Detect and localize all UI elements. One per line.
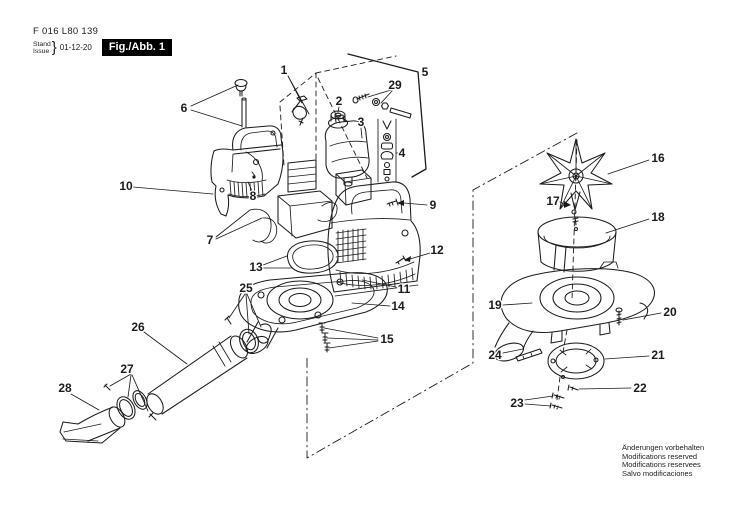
part-4-small-parts-column [377, 118, 397, 183]
stand-issue-labels: Stand Issue [33, 41, 51, 55]
figure-label: Fig./Abb. 1 [101, 39, 173, 56]
note-line-en: Modifications reserved [622, 451, 698, 461]
callout-22: 22 [633, 381, 647, 395]
part-27-rings [103, 383, 157, 421]
part-13-gasket [286, 240, 339, 274]
leader-lines [70, 75, 662, 412]
callout-12: 12 [430, 243, 444, 257]
part-10-left-housing [210, 125, 284, 217]
part-22-screw [567, 384, 579, 391]
callout-15: 15 [380, 332, 394, 346]
part-number: F 016 L80 139 [33, 26, 99, 37]
part-24-pin [515, 348, 543, 362]
note-line-es: Salvo modificaciones [622, 469, 693, 479]
callout-10: 10 [119, 179, 133, 193]
part-6-cap-and-rod [234, 78, 248, 128]
callout-1: 1 [281, 63, 288, 77]
part-21-ring [547, 342, 605, 380]
part-1-lever [291, 95, 308, 126]
callout-17: 17 [546, 194, 560, 208]
part-28-nozzle [59, 406, 126, 444]
part-18-band [537, 216, 617, 273]
brace-glyph: } [51, 39, 57, 56]
callout-2: 2 [336, 94, 343, 108]
callout-27: 27 [120, 362, 134, 376]
callout-18: 18 [651, 210, 665, 224]
callout-29: 29 [388, 78, 402, 92]
note-line-fr: Modifications reservees [622, 460, 701, 470]
callout-20: 20 [663, 305, 677, 319]
callout-6: 6 [181, 101, 188, 115]
callout-11: 11 [398, 282, 411, 296]
construction-lines [279, 55, 578, 459]
callout-14: 14 [391, 299, 405, 313]
part-20-screw [615, 307, 623, 326]
callout-7: 7 [207, 233, 214, 247]
part-11-right-housing [327, 181, 421, 297]
part-29-fastener-set [352, 93, 412, 119]
part-26-tube [146, 335, 249, 415]
engine-assembly [277, 159, 372, 239]
issue-block: Stand Issue } 01-12-20 Fig./Abb. 1 [33, 39, 173, 56]
part-15-screws [318, 322, 331, 353]
part-7-cables [249, 208, 278, 244]
part-3-muffler [324, 114, 370, 187]
callout-23: 23 [510, 396, 524, 410]
callout-24: 24 [488, 348, 502, 362]
part-2-grommet [327, 110, 349, 129]
part-25-clamp-parts [224, 315, 272, 354]
stand-label: Stand [33, 40, 51, 48]
callout-3: 3 [358, 115, 365, 129]
callout-5: 5 [422, 65, 429, 79]
callout-28: 28 [58, 381, 72, 395]
callout-4: 4 [399, 146, 406, 160]
callout-21: 21 [651, 348, 665, 362]
callout-9: 9 [430, 198, 437, 212]
callout-19: 19 [488, 298, 502, 312]
part-19-volute-housing [493, 261, 655, 362]
section-bracket-5 [347, 53, 427, 178]
callout-13: 13 [249, 260, 263, 274]
part-17-fasteners [564, 201, 579, 232]
issue-date: 01-12-20 [59, 43, 92, 52]
callout-25: 25 [239, 281, 253, 295]
legal-notes: Änderungen vorbehalten Modifications res… [622, 443, 705, 479]
callout-16: 16 [651, 151, 665, 165]
issue-label: Issue [33, 47, 50, 55]
callout-26: 26 [131, 320, 145, 334]
note-line-de: Änderungen vorbehalten [622, 443, 705, 452]
header: F 016 L80 139 Stand Issue } 01-12-20 Fig… [33, 26, 173, 56]
part-9-screw [386, 198, 404, 207]
callout-8: 8 [250, 189, 257, 203]
part-12-screw [395, 255, 411, 265]
part-23-screws [549, 392, 565, 410]
part-16-impeller [539, 138, 613, 211]
